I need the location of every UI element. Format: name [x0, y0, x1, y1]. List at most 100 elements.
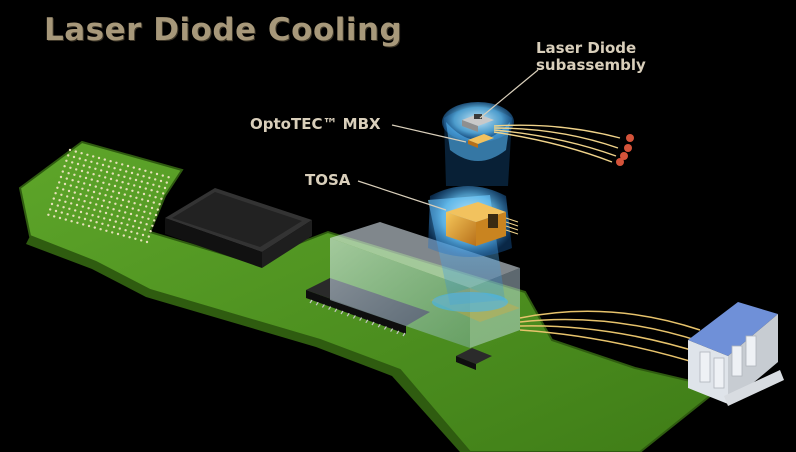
chip-pin	[352, 315, 356, 319]
bga-pad-dot	[47, 213, 50, 216]
laser-diode-subassembly	[462, 114, 494, 132]
page-title: Laser Diode Cooling	[44, 12, 403, 48]
bga-pad-dot	[121, 163, 124, 166]
bga-pad-dot	[136, 232, 139, 235]
bga-pad-dot	[105, 229, 108, 232]
chip-pin	[334, 308, 338, 313]
bga-chip	[165, 188, 312, 268]
bga-pad-dot	[70, 202, 73, 205]
bga-pad-dot	[112, 208, 115, 211]
bga-pad-dot	[92, 190, 96, 194]
bga-pad-dot	[148, 176, 151, 179]
bga-pad-dot	[91, 196, 94, 199]
bga-pad-dot	[122, 216, 125, 219]
bga-pad-dot	[98, 174, 101, 177]
bga-pad-dot	[99, 210, 102, 213]
bga-pad-dot	[160, 197, 163, 200]
small-chip	[456, 348, 492, 370]
bga-pad-dot	[69, 184, 73, 187]
bga-pad-dot	[82, 223, 85, 226]
bga-pad-dot	[102, 181, 105, 184]
fiber-connector-top	[616, 134, 634, 166]
bga-pad-dot	[141, 198, 144, 201]
bga-pad-dot	[93, 208, 96, 211]
bga-pad-dot	[154, 178, 157, 181]
bga-pad-dot	[117, 174, 120, 177]
bga-pad-dot	[107, 224, 110, 227]
bga-pad-dot	[125, 188, 128, 191]
bga-pad-dot	[149, 230, 152, 233]
bga-pad-dot	[146, 182, 149, 185]
bga-pad-dot	[88, 166, 91, 169]
bga-pad-dot	[71, 161, 74, 164]
bga-pad-dot	[69, 166, 72, 169]
bga-pad-dot	[140, 180, 143, 183]
bga-pad-dot	[52, 197, 55, 200]
bga-pad-dot	[137, 191, 140, 194]
laser-diode-bubble	[442, 102, 514, 186]
bga-pad-dot	[158, 203, 161, 206]
bga-pad-dot	[127, 182, 130, 185]
bga-pad-dot	[79, 175, 82, 178]
bga-pad-dot	[116, 232, 120, 236]
bga-pad-dot	[128, 236, 131, 239]
bga-pad-dot	[79, 193, 82, 196]
bga-pad-dot	[123, 175, 126, 178]
bga-pad-dot	[110, 213, 114, 216]
bga-pad-dot	[108, 183, 111, 186]
bga-pad-dot	[147, 235, 150, 238]
bga-pad-dot	[89, 219, 93, 222]
bga-pad-dot	[144, 187, 147, 190]
bga-pad-dot	[62, 188, 65, 191]
bga-pad-dot	[119, 168, 122, 171]
bga-pad-dot	[100, 187, 103, 190]
bga-pad-dot	[106, 206, 110, 209]
bga-pad-dot	[77, 198, 81, 201]
bga-pad-dot	[133, 202, 136, 205]
bga-pad-dot	[58, 216, 62, 220]
bga-pad-dot	[104, 176, 107, 179]
bga-pad-dot	[94, 167, 97, 170]
bga-pad-dot	[60, 211, 63, 214]
bga-pad-dot	[111, 172, 115, 175]
bga-pad-dot	[54, 192, 57, 195]
bga-pad-dot	[74, 150, 78, 153]
chip-pin	[377, 323, 381, 328]
bga-pad-dot	[72, 214, 75, 217]
bga-pad-dot	[70, 220, 73, 223]
bga-pad-dot	[113, 167, 116, 170]
bga-pad-dot	[116, 215, 119, 218]
bga-pad-dot	[141, 233, 145, 237]
bga-pad-dot	[156, 208, 159, 211]
bga-pad-dot	[109, 160, 112, 163]
bga-pad-dot	[121, 198, 125, 202]
bga-pad-dot	[75, 168, 78, 171]
bga-pad-dot	[138, 168, 141, 171]
bga-pad-dot	[68, 207, 71, 210]
bga-pad-dot	[133, 184, 136, 187]
callout-optotec-mbx: OptoTEC™ MBX	[250, 115, 381, 133]
bga-pad-dot	[99, 228, 102, 231]
bga-pad-dot	[142, 192, 146, 196]
chip-pin	[396, 330, 400, 335]
bga-pad-dot	[131, 207, 134, 210]
bga-pad-dot	[94, 185, 98, 188]
bga-pad-dot	[152, 201, 155, 204]
bga-pad-dot	[133, 219, 137, 223]
bga-pad-dot	[125, 170, 128, 173]
bga-pad-dot	[129, 212, 133, 216]
bga-pad-dot	[151, 224, 154, 227]
bga-pad-dot	[152, 183, 155, 186]
bga-pad-dot	[50, 202, 54, 206]
bga-pad-dot	[119, 186, 123, 189]
bga-pad-dot	[84, 176, 88, 180]
bga-pad-dot	[154, 196, 157, 199]
bga-pad-dot	[88, 183, 92, 187]
bga-pad-dot	[104, 211, 108, 215]
bga-pad-dot	[60, 193, 63, 196]
bga-pad-dot	[90, 160, 93, 163]
bga-pad-dot	[149, 212, 152, 215]
bga-pad-dot	[142, 175, 145, 178]
bga-pad-dot	[115, 179, 119, 182]
bga-pad-dot	[103, 158, 107, 161]
